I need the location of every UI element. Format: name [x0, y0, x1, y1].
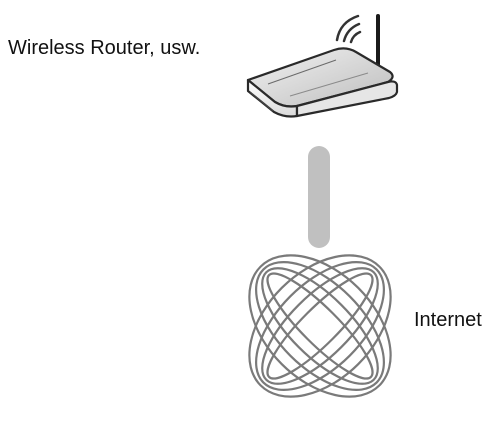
internet-globe-icon — [248, 254, 392, 398]
internet-label: Internet — [414, 309, 482, 331]
connection-cable — [308, 146, 330, 248]
wireless-router-icon — [246, 14, 399, 118]
router-label: Wireless Router, usw. — [8, 37, 201, 59]
